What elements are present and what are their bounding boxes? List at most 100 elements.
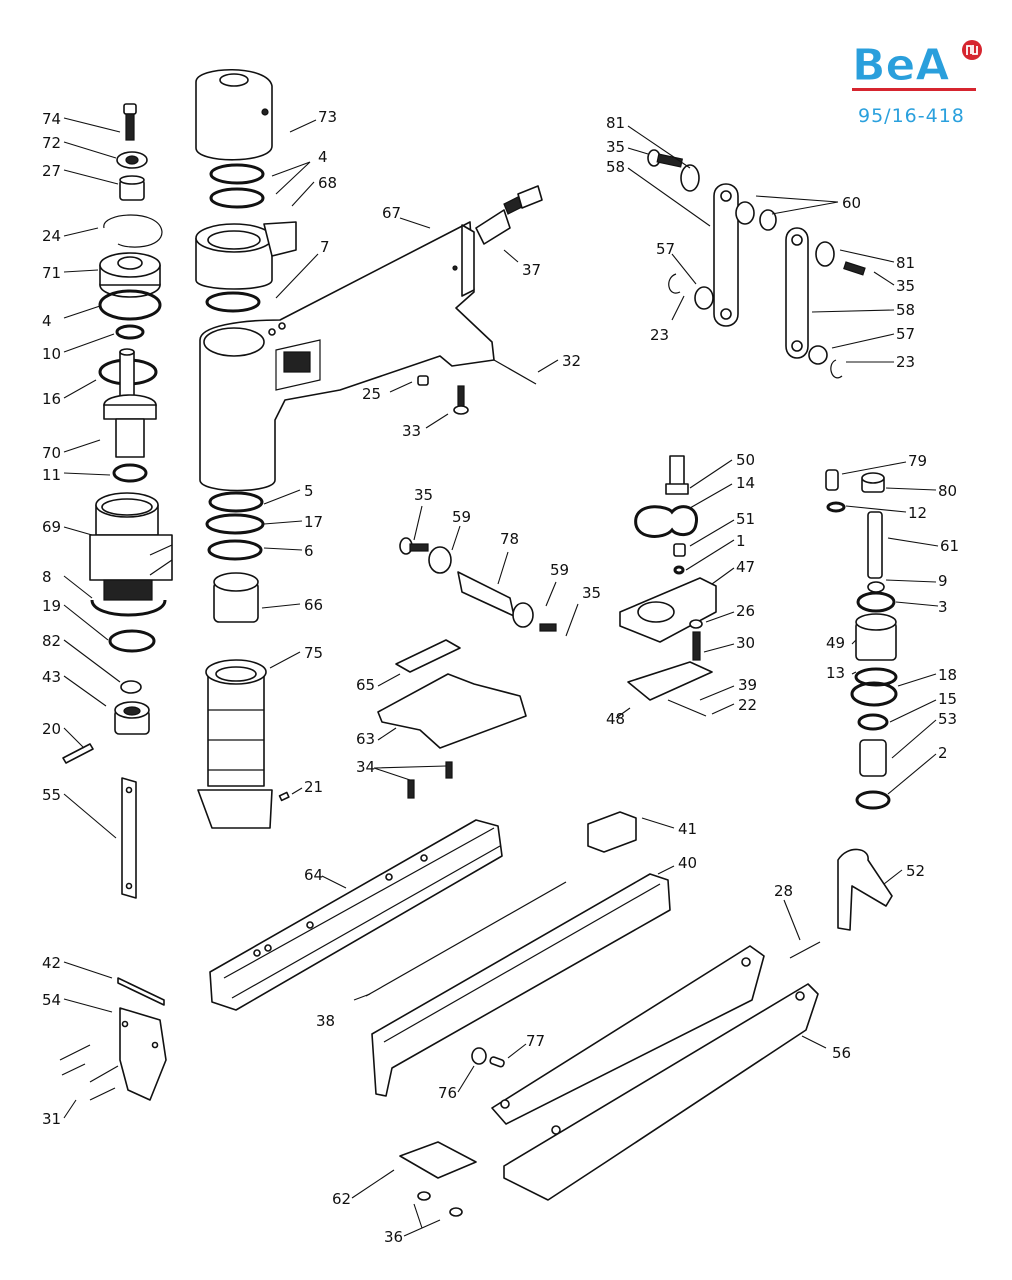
part-21-pin xyxy=(278,791,290,802)
callout-68: 68 xyxy=(318,174,337,192)
callout-labels: 74 72 27 24 71 4 10 16 70 11 69 8 19 82 … xyxy=(42,108,959,1246)
callout-67: 67 xyxy=(382,204,401,222)
part-23-clip-a xyxy=(668,273,681,294)
part-59-bushing-b xyxy=(512,602,534,628)
part-35-screw-b xyxy=(843,261,866,276)
part-62-base-plate xyxy=(399,1141,477,1179)
part-80-nut xyxy=(861,472,885,493)
callout-21: 21 xyxy=(304,778,323,796)
callout-56: 56 xyxy=(832,1044,851,1062)
bea-logo: BeA xyxy=(852,40,982,92)
callout-11: 11 xyxy=(42,466,61,484)
part-34-screws xyxy=(407,761,453,799)
part-63-bracket xyxy=(377,673,527,749)
callout-35-c: 35 xyxy=(414,486,433,504)
callout-61: 61 xyxy=(940,537,959,555)
callout-36: 36 xyxy=(384,1228,403,1246)
part-15-oring xyxy=(857,713,889,731)
callout-5: 5 xyxy=(304,482,314,500)
part-49-valve-body xyxy=(855,613,897,661)
callout-57-b: 57 xyxy=(896,325,915,343)
callout-12: 12 xyxy=(908,504,927,522)
part-71-piston-cap xyxy=(99,252,161,298)
callout-70: 70 xyxy=(42,444,61,462)
part-52-trigger-lever xyxy=(837,848,893,931)
callout-50: 50 xyxy=(736,451,755,469)
part-57-pin-a xyxy=(694,286,714,310)
callout-23-a: 23 xyxy=(650,326,669,344)
logo-underline xyxy=(852,88,976,91)
part-53-valve-insert xyxy=(859,739,887,777)
part-28-spring xyxy=(789,941,821,959)
callout-6: 6 xyxy=(304,542,314,560)
part-42-latch xyxy=(117,977,165,1006)
part-60-bushing-b xyxy=(759,209,777,231)
part-35-screw-a xyxy=(647,149,684,168)
callout-48: 48 xyxy=(606,710,625,728)
callout-41: 41 xyxy=(678,820,697,838)
callout-52: 52 xyxy=(906,862,925,880)
callout-58-a: 58 xyxy=(606,158,625,176)
part-76-roller xyxy=(471,1047,487,1065)
part-19-oring xyxy=(108,629,156,653)
callout-74: 74 xyxy=(42,110,61,128)
callout-81-a: 81 xyxy=(606,114,625,132)
part-54-nose-block xyxy=(119,1007,167,1101)
callout-59-b: 59 xyxy=(550,561,569,579)
callout-26: 26 xyxy=(736,602,755,620)
part-55-plate xyxy=(121,777,137,899)
brand-header: BeA xyxy=(850,36,990,96)
callout-31: 31 xyxy=(42,1110,61,1128)
part-23-clip-b xyxy=(830,359,843,379)
callout-20: 20 xyxy=(42,720,61,738)
part-59-bushing-a xyxy=(428,546,452,574)
callout-22: 22 xyxy=(738,696,757,714)
part-38-pusher-rod xyxy=(365,881,567,997)
part-39-pin xyxy=(667,699,707,717)
callout-72: 72 xyxy=(42,134,61,152)
callout-73: 73 xyxy=(318,108,337,126)
part-9-seal xyxy=(867,581,885,593)
part-79-sleeve xyxy=(825,469,839,491)
part-61-valve-rod xyxy=(867,511,883,579)
callout-19: 19 xyxy=(42,597,61,615)
part-57-pin-b xyxy=(808,345,828,365)
part-36-screws xyxy=(417,1191,463,1217)
part-35-screw-c xyxy=(399,537,429,555)
callout-59-a: 59 xyxy=(452,508,471,526)
callout-53: 53 xyxy=(938,710,957,728)
part-12-oring xyxy=(826,501,846,513)
callout-27: 27 xyxy=(42,162,61,180)
part-69-cylinder-head xyxy=(89,492,173,601)
part-7-ring xyxy=(205,291,261,313)
brand-name: BeA xyxy=(852,40,949,91)
part-41-clip xyxy=(587,811,637,853)
callout-37: 37 xyxy=(522,261,541,279)
part-14-gasket xyxy=(634,505,698,538)
callout-1: 1 xyxy=(736,532,746,550)
part-66-valve-cap xyxy=(213,572,259,623)
part-74-screw xyxy=(123,103,137,141)
callout-64: 64 xyxy=(304,866,323,884)
callout-78: 78 xyxy=(500,530,519,548)
callout-25: 25 xyxy=(362,385,381,403)
part-27-bushing xyxy=(119,175,145,201)
callout-13: 13 xyxy=(826,664,845,682)
callout-65: 65 xyxy=(356,676,375,694)
callout-57-a: 57 xyxy=(656,240,675,258)
part-4-ring-b2 xyxy=(209,187,265,209)
callout-62: 62 xyxy=(332,1190,351,1208)
part-1-oring xyxy=(673,565,685,575)
part-18-ring xyxy=(850,681,898,707)
part-2-oring xyxy=(855,790,891,810)
part-40-magazine-channel xyxy=(371,873,671,1097)
callout-4: 4 xyxy=(42,312,52,330)
callout-34: 34 xyxy=(356,758,375,776)
part-48-trigger xyxy=(627,661,713,701)
part-81-washer-a xyxy=(680,164,700,192)
callout-35-b: 35 xyxy=(896,277,915,295)
callout-3: 3 xyxy=(938,598,948,616)
callout-30: 30 xyxy=(736,634,755,652)
callout-24: 24 xyxy=(42,227,61,245)
callout-69: 69 xyxy=(42,518,61,536)
